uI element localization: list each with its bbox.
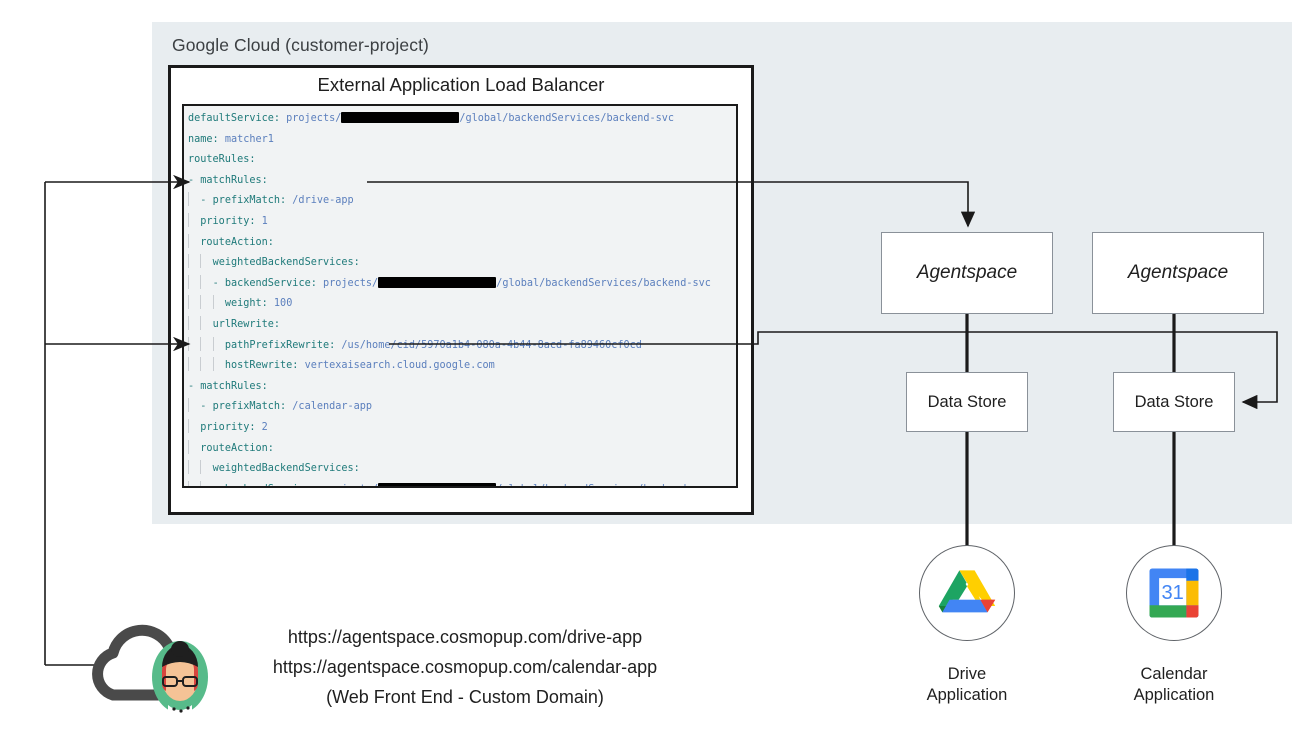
code-line: - backendService: projects//global/backe… — [188, 274, 736, 295]
code-line: weightedBackendServices: — [188, 459, 736, 480]
indent-guide — [212, 336, 214, 351]
agentspace-node-drive[interactable]: Agentspace — [881, 232, 1053, 314]
url-map-yaml-code-block: defaultService: projects//global/backend… — [182, 104, 738, 488]
indent-guide — [212, 357, 214, 372]
code-line: routeAction: — [188, 439, 736, 460]
indent-guide — [188, 418, 189, 433]
indent-guide — [188, 480, 189, 486]
agentspace-1-label: Agentspace — [916, 262, 1018, 283]
code-line: - matchRules: — [188, 174, 268, 186]
code-line: hostRewrite: vertexaisearch.cloud.google… — [188, 356, 736, 377]
drive-label-line-2: Application — [926, 686, 1008, 704]
indent-guide — [188, 192, 189, 207]
code-value: projects/ — [323, 484, 378, 486]
code-line: routeRules: — [188, 154, 256, 166]
code-line: priority: 1 — [188, 212, 736, 233]
code-line: weight: 100 — [188, 294, 736, 315]
url-drive-app: https://agentspace.cosmopup.com/drive-ap… — [287, 627, 643, 647]
code-line: name: matcher1 — [188, 133, 274, 145]
indent-guide — [200, 480, 202, 486]
indent-guide — [212, 295, 214, 310]
code-line: - matchRules: — [188, 380, 268, 392]
code-value: projects/ — [322, 277, 379, 289]
calendar-application-icon-circle[interactable]: 31 — [1126, 545, 1222, 641]
google-calendar-icon: 31 — [1149, 568, 1199, 618]
indent-guide — [188, 254, 189, 269]
web-front-end-user — [75, 617, 245, 717]
code-line: urlRewrite: — [188, 315, 736, 336]
code-value: 1 — [261, 215, 268, 227]
calendar-application-label: Calendar Application — [1084, 664, 1264, 706]
drive-application-label: Drive Application — [877, 664, 1057, 706]
code-value: /us/home/cid/5970a1b4-080a-4b44-8acd-fa8… — [341, 339, 642, 351]
indent-guide — [200, 295, 202, 310]
code-line: - backendService: projects//global/backe… — [188, 480, 736, 486]
indent-guide — [188, 460, 189, 475]
code-value: /calendar-app — [292, 401, 373, 413]
indent-guide — [188, 439, 189, 454]
indent-guide — [188, 398, 189, 413]
indent-guide — [200, 357, 202, 372]
url-calendar-app: https://agentspace.cosmopup.com/calendar… — [272, 657, 658, 677]
code-value: projects/ — [286, 113, 342, 124]
code-value: vertexaisearch.cloud.google.com — [304, 360, 495, 372]
indent-guide — [188, 212, 189, 227]
agentspace-node-calendar[interactable]: Agentspace — [1092, 232, 1264, 314]
drive-application-icon-circle[interactable] — [919, 545, 1015, 641]
calendar-label-line-1: Calendar — [1140, 665, 1208, 683]
code-value: 100 — [273, 298, 293, 310]
code-line: priority: 2 — [188, 418, 736, 439]
datastore-2-label: Data Store — [1134, 392, 1214, 411]
indent-guide — [200, 460, 202, 475]
google-cloud-panel-title: Google Cloud (customer-project) — [172, 35, 429, 55]
cloud-user-icon — [92, 624, 208, 713]
datastore-1-label: Data Store — [927, 392, 1007, 411]
indent-guide — [200, 254, 202, 269]
indent-guide — [200, 315, 202, 330]
redacted-project-id — [341, 112, 460, 123]
indent-guide — [188, 315, 189, 330]
indent-guide — [188, 357, 189, 372]
front-end-urls: https://agentspace.cosmopup.com/drive-ap… — [230, 622, 700, 712]
indent-guide — [188, 274, 189, 289]
redacted-project-id — [378, 482, 497, 486]
indent-guide — [200, 274, 202, 289]
drive-label-line-1: Drive — [947, 665, 987, 683]
calendar-day-number: 31 — [1162, 582, 1184, 604]
code-line: weightedBackendServices: — [188, 253, 736, 274]
code-value: 2 — [261, 421, 268, 433]
code-value: matcher1 — [224, 133, 274, 145]
data-store-node-drive[interactable]: Data Store — [906, 372, 1028, 432]
code-value: /drive-app — [292, 195, 354, 207]
data-store-node-calendar[interactable]: Data Store — [1113, 372, 1235, 432]
code-line: routeAction: — [188, 233, 736, 254]
front-end-caption: (Web Front End - Custom Domain) — [326, 687, 604, 707]
indent-guide — [188, 233, 189, 248]
code-line: pathPrefixRewrite: /us/home/cid/5970a1b4… — [188, 336, 736, 357]
code-line: - prefixMatch: /calendar-app — [188, 397, 736, 418]
agentspace-2-label: Agentspace — [1127, 262, 1229, 283]
indent-guide — [188, 295, 189, 310]
calendar-label-line-2: Application — [1133, 686, 1215, 704]
avatar — [152, 641, 208, 713]
load-balancer-title: External Application Load Balancer — [317, 74, 605, 95]
indent-guide — [200, 336, 202, 351]
code-line: - prefixMatch: /drive-app — [188, 191, 736, 212]
redacted-project-id — [378, 276, 497, 288]
google-drive-icon — [938, 570, 996, 613]
code-line: defaultService: projects//global/backend… — [188, 112, 675, 124]
